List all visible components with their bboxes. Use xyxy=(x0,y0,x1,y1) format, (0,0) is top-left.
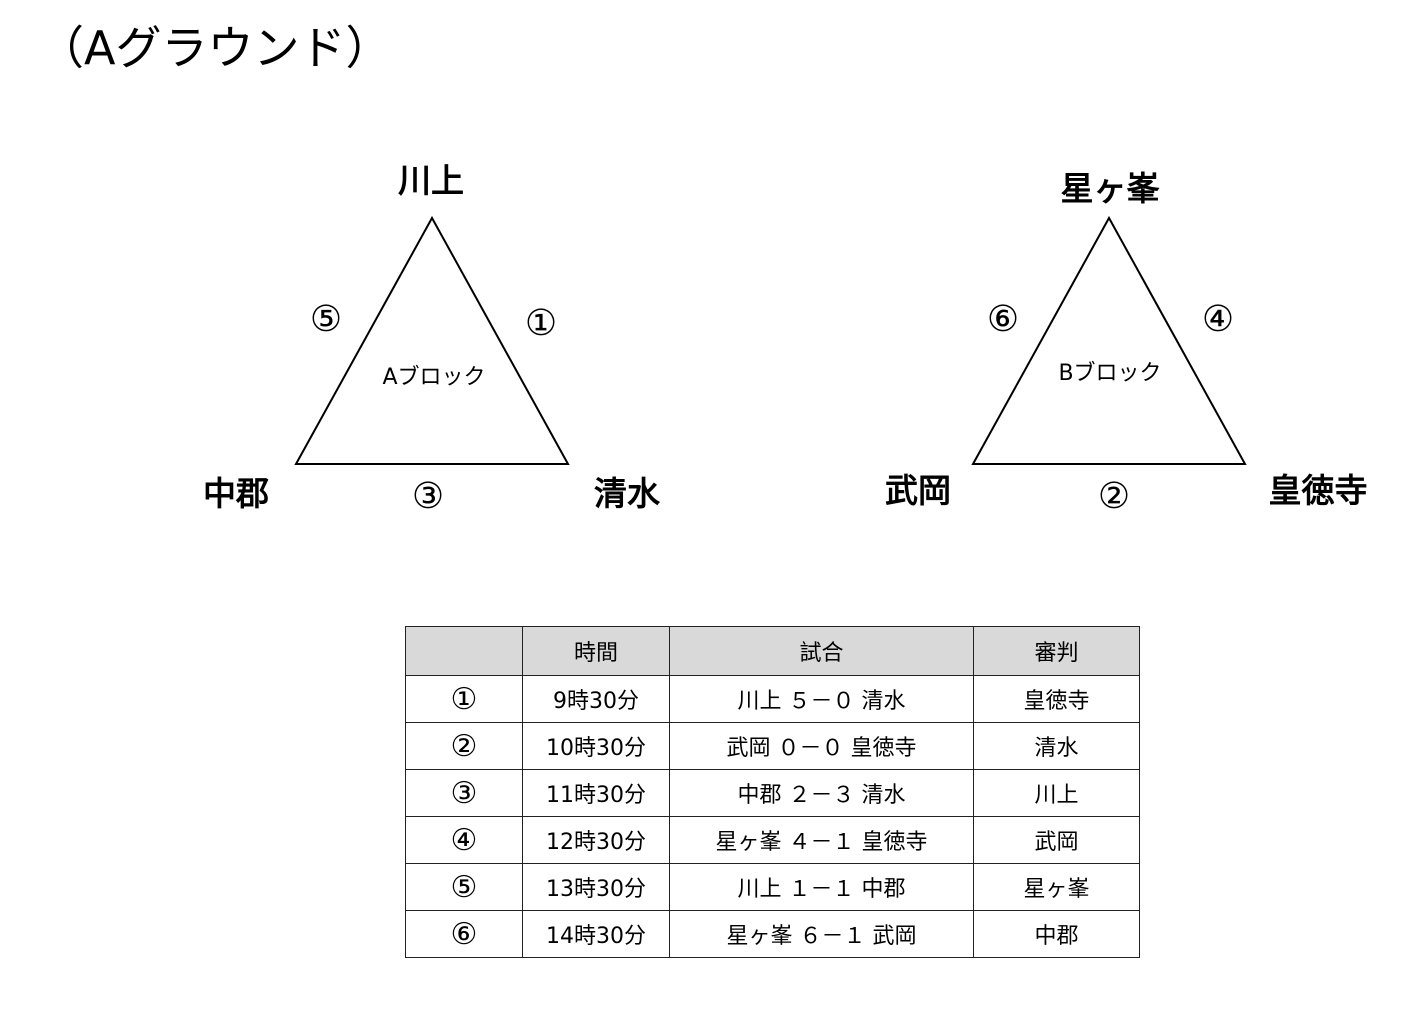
table-row: ⑤ 13時30分 川上 １－１ 中郡 星ヶ峯 xyxy=(405,863,1140,911)
match-result: 川上 ５－０ 清水 xyxy=(669,675,974,723)
header-match: 試合 xyxy=(669,626,974,676)
match-referee: 皇徳寺 xyxy=(973,675,1140,723)
table-row: ① 9時30分 川上 ５－０ 清水 皇徳寺 xyxy=(405,675,1140,723)
match-referee: 武岡 xyxy=(973,816,1140,864)
table-row: ⑥ 14時30分 星ヶ峯 ６－１ 武岡 中郡 xyxy=(405,910,1140,958)
block-b-bottom-edge-match: ② xyxy=(1098,476,1130,517)
block-b-name: Bブロック xyxy=(1058,361,1161,386)
match-referee: 川上 xyxy=(973,769,1140,817)
header-referee: 審判 xyxy=(973,626,1140,676)
match-number: ③ xyxy=(405,769,523,817)
match-time: 12時30分 xyxy=(522,816,670,864)
match-referee: 星ヶ峯 xyxy=(973,863,1140,911)
block-b-triangle xyxy=(971,215,1247,465)
match-number: ⑥ xyxy=(405,910,523,958)
header-time: 時間 xyxy=(522,626,670,676)
block-a-top-team: 川上 xyxy=(398,161,464,200)
block-b-right-team: 皇徳寺 xyxy=(1269,471,1368,510)
league-diagram: 川上 中郡 清水 ⑤ ① ③ Aブロック 星ヶ峯 武岡 皇徳寺 ⑥ ④ ② Bブ… xyxy=(203,161,1368,517)
block-a-left-edge-match: ⑤ xyxy=(310,299,342,340)
table-row: ③ 11時30分 中郡 ２－３ 清水 川上 xyxy=(405,769,1140,817)
match-result: 川上 １－１ 中郡 xyxy=(669,863,974,911)
match-number: ⑤ xyxy=(405,863,523,911)
match-referee: 中郡 xyxy=(973,910,1140,958)
block-b-top-team: 星ヶ峯 xyxy=(1061,169,1161,208)
match-time: 11時30分 xyxy=(522,769,670,817)
match-time: 14時30分 xyxy=(522,910,670,958)
match-referee: 清水 xyxy=(973,722,1140,770)
block-b: 星ヶ峯 武岡 皇徳寺 ⑥ ④ ② Bブロック xyxy=(885,169,1368,517)
header-num xyxy=(405,626,523,676)
block-a: 川上 中郡 清水 ⑤ ① ③ Aブロック xyxy=(203,161,661,517)
match-time: 13時30分 xyxy=(522,863,670,911)
match-result: 武岡 ０－０ 皇徳寺 xyxy=(669,722,974,770)
block-a-left-team: 中郡 xyxy=(203,474,269,513)
match-number: ② xyxy=(405,722,523,770)
match-time: 9時30分 xyxy=(522,675,670,723)
match-number: ④ xyxy=(405,816,523,864)
block-a-triangle xyxy=(294,215,570,465)
schedule-table: 時間 試合 審判 ① 9時30分 川上 ５－０ 清水 皇徳寺 ② 10時30分 … xyxy=(405,626,1140,958)
match-result: 星ヶ峯 ４－１ 皇徳寺 xyxy=(669,816,974,864)
block-b-right-edge-match: ④ xyxy=(1202,299,1234,340)
block-a-bottom-edge-match: ③ xyxy=(412,476,444,517)
block-b-left-edge-match: ⑥ xyxy=(987,299,1019,340)
match-result: 中郡 ２－３ 清水 xyxy=(669,769,974,817)
block-a-right-edge-match: ① xyxy=(525,303,557,344)
page-title: （Aグラウンド） xyxy=(38,21,392,75)
block-a-right-team: 清水 xyxy=(594,474,661,513)
table-header-row: 時間 試合 審判 xyxy=(405,626,1140,676)
table-row: ④ 12時30分 星ヶ峯 ４－１ 皇徳寺 武岡 xyxy=(405,816,1140,864)
match-number: ① xyxy=(405,675,523,723)
block-b-left-team: 武岡 xyxy=(885,471,951,510)
table-row: ② 10時30分 武岡 ０－０ 皇徳寺 清水 xyxy=(405,722,1140,770)
match-time: 10時30分 xyxy=(522,722,670,770)
match-result: 星ヶ峯 ６－１ 武岡 xyxy=(669,910,974,958)
block-a-name: Aブロック xyxy=(382,365,485,390)
